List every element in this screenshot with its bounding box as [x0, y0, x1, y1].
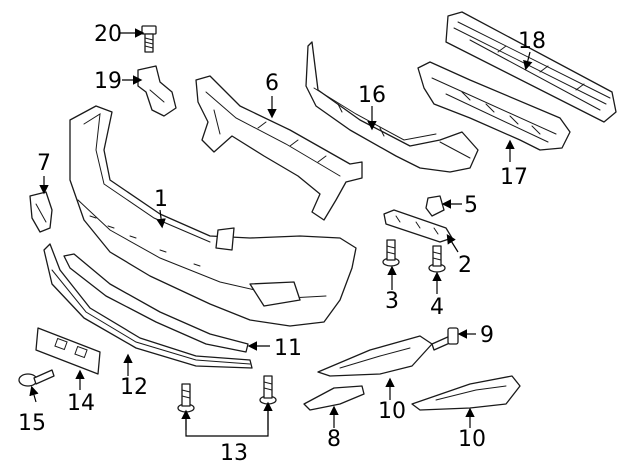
callout-6: 6: [265, 71, 279, 96]
lower-molding-part: [63, 253, 249, 353]
side-bracket-part: [137, 65, 177, 117]
leader-lines: [29, 28, 533, 437]
upper-reinforcement-part: [305, 41, 479, 173]
deflector-10b-part: [411, 375, 521, 411]
deflector-10a-part: [317, 335, 433, 377]
callout-16: 16: [358, 83, 386, 108]
trim-clip-7-part: [29, 191, 53, 233]
callout-2: 2: [458, 253, 472, 278]
fastener-4-part: [428, 245, 446, 273]
callout-7: 7: [37, 151, 51, 176]
support-bracket-part: [195, 75, 363, 221]
bumper-cover-part: [69, 105, 357, 327]
callout-8: 8: [327, 427, 341, 452]
callout-12: 12: [120, 375, 148, 400]
screw-15-part: [18, 369, 55, 387]
callout-20: 20: [94, 22, 122, 47]
callout-13: 13: [220, 441, 248, 466]
push-clip-13b-part: [259, 375, 277, 405]
mount-bracket-2-part: [383, 209, 453, 243]
callout-17: 17: [500, 165, 528, 190]
callout-labels: 20 19 6 16 18 17 1 7 5 2 3 4 9 11 12 14 …: [18, 22, 546, 466]
callout-11: 11: [274, 336, 302, 361]
fastener-3-part: [382, 239, 400, 267]
plate-bracket-part: [35, 327, 101, 375]
callout-9: 9: [480, 323, 494, 348]
push-clip-13a-part: [177, 383, 195, 413]
callout-18: 18: [518, 29, 546, 54]
callout-3: 3: [385, 289, 399, 314]
bolt-9-part: [431, 327, 459, 351]
lower-valance-part: [43, 243, 253, 369]
bolt-20-part: [141, 25, 157, 53]
callout-19: 19: [94, 69, 122, 94]
callout-5: 5: [464, 193, 478, 218]
callout-1: 1: [154, 187, 168, 212]
clip-5-part: [425, 195, 445, 217]
callout-4: 4: [430, 295, 444, 320]
callout-15: 15: [18, 411, 46, 436]
reflector-8-part: [303, 385, 365, 411]
callout-10b: 10: [458, 427, 486, 452]
callout-14: 14: [67, 391, 95, 416]
energy-absorber-part: [417, 61, 571, 151]
callout-10a: 10: [378, 399, 406, 424]
